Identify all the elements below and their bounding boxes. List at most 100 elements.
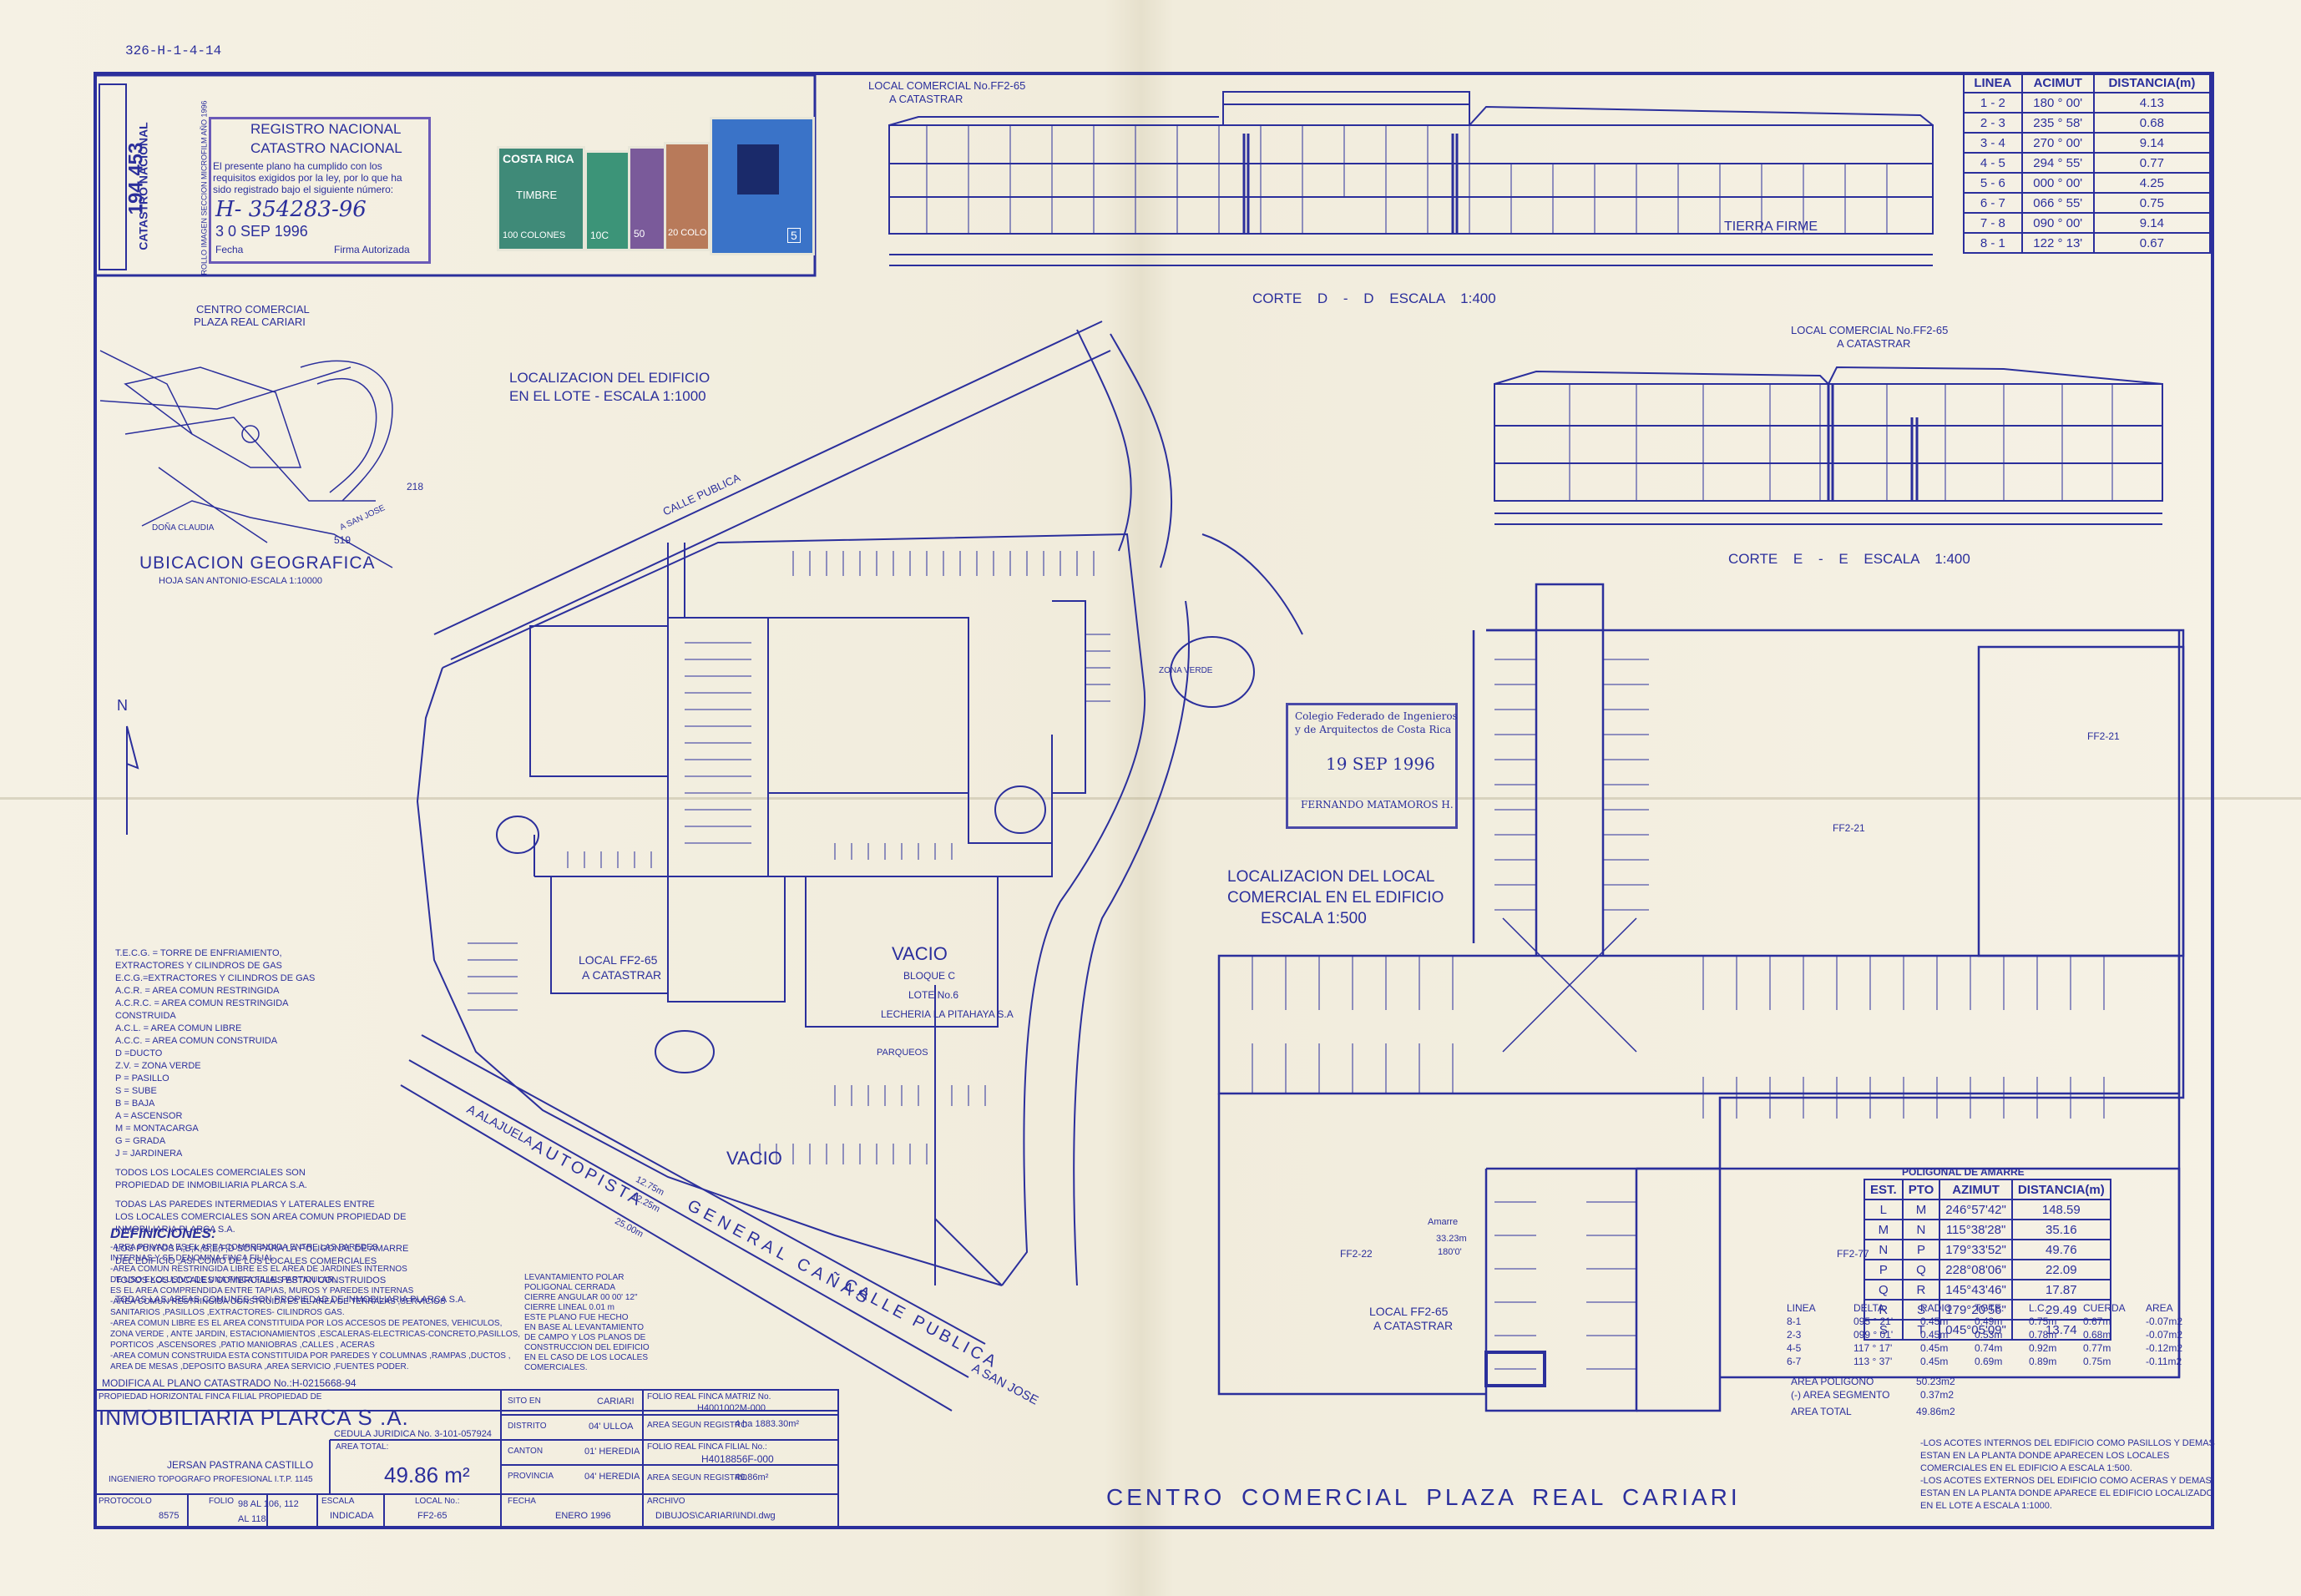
corte-dd-local-sub: A CATASTRAR [889, 93, 963, 105]
tb-provincia: 04' HEREDIA [584, 1472, 640, 1482]
azimut-row-cell: 180 ° 00' [2020, 92, 2095, 114]
poligonal-row-cell: 179°33'52" [1939, 1239, 2013, 1260]
curves-cell: 0.49m [1975, 1316, 2003, 1327]
azimut-row-cell: 6 - 7 [1963, 192, 2023, 214]
area-segmento-label: (-) AREA SEGMENTO [1791, 1389, 1890, 1401]
tb-canton-label: CANTON [508, 1447, 544, 1456]
levantamiento-notes: LEVANTAMIENTO POLAR POLIGONAL CERRADA CI… [524, 1273, 650, 1373]
definicion-line: -AREA COMUN RESTRINGIDA LIBRE ES EL AREA… [110, 1265, 407, 1274]
local-amarre-d: 33.23m [1436, 1234, 1467, 1244]
poligonal-row-cell: 115°38'28" [1939, 1219, 2013, 1240]
azimut-row-cell: 2 - 3 [1963, 112, 2023, 134]
poligonal-row-cell: 228°08'06" [1939, 1259, 2013, 1280]
local-local: LOCAL FF2-65 [1369, 1305, 1449, 1318]
tb-cedula: CEDULA JURIDICA No. 3-101-057924 [334, 1429, 492, 1439]
tb-area-reg2-label: AREA SEGUN REGISTRO [647, 1473, 748, 1482]
poligonal-row-cell: S [1901, 1299, 1941, 1321]
legend-line: G = GRADA [115, 1136, 166, 1146]
tb-protocolo: 8575 [159, 1511, 180, 1521]
definicion-line: SANITARIOS ,PASILLOS ,EXTRACTORES- CILIN… [110, 1308, 345, 1317]
colegio-stamp: Colegio Federado de Ingenieros y de Arqu… [1286, 703, 1458, 829]
poligonal-row-cell: S [1864, 1319, 1904, 1341]
revenue-stamp-10: 10C [584, 150, 631, 251]
general-line: LOS PUNTOS A,B,K,G,E,F,D SON PARA LA POL… [115, 1244, 409, 1254]
tb-propiedad: PROPIEDAD HORIZONTAL FINCA FILIAL PROPIE… [99, 1392, 322, 1402]
legend-line: D =DUCTO [115, 1048, 163, 1058]
curves-cell: -0.12m2 [2146, 1342, 2183, 1354]
curves-cell: 0.45m [1920, 1329, 1949, 1341]
poligonal-header: EST. [1864, 1179, 1904, 1200]
legend-line: B = BAJA [115, 1099, 155, 1109]
fold-line [0, 797, 2301, 800]
definicion-line: INTERNAS Y SE DENOMINA FINCA FILIAL [110, 1254, 275, 1263]
curves-cell: 113 ° 37' [1853, 1356, 1893, 1367]
tb-sito-label: SITO EN [508, 1396, 541, 1406]
curves-cell: 0.67m [2083, 1316, 2111, 1327]
catastro-side-small: ROLLO IMAGEN SECCION MICROFILM AÑO 1996 [200, 100, 209, 275]
legend-line: P = PASILLO [115, 1073, 169, 1083]
revenue-stamp-100: COSTA RICA TIMBRE 100 COLONES [497, 146, 585, 251]
local-title1: LOCALIZACION DEL LOCAL [1227, 868, 1435, 886]
azimut-row-cell: 000 ° 00' [2020, 172, 2095, 194]
ubicacion-dona: DOÑA CLAUDIA [152, 523, 215, 533]
poligonal-row-cell: 179°20'56" [1939, 1299, 2013, 1321]
lote-vacio: VACIO [892, 943, 948, 964]
legend-line: A.C.C. = AREA COMUN CONSTRUIDA [115, 1036, 278, 1046]
levantamiento-line: LEVANTAMIENTO POLAR [524, 1273, 625, 1282]
revenue-stamp-50: 50 [628, 146, 666, 251]
general-line: DEL EDIFICIO ,ASI COMO DE LOS LOCALES CO… [115, 1256, 377, 1266]
stamp-word: TIMBRE [516, 189, 558, 201]
corte-dd-local-label: LOCAL COMERCIAL No.FF2-65 [868, 79, 1026, 92]
tb-area-reg-label: AREA SEGUN REGISTRO [647, 1421, 748, 1430]
azimut-row-cell: 5 - 6 [1963, 172, 2023, 194]
poligonal-row-cell: R [1901, 1279, 1941, 1301]
local-title2: COMERCIAL EN EL EDIFICIO [1227, 889, 1444, 907]
curves-cell: 117 ° 17' [1853, 1342, 1893, 1354]
stamp-value-20: 20 COLO [668, 228, 707, 238]
curves-cell: 4-5 [1787, 1342, 1802, 1354]
tb-distrito-label: DISTRITO [508, 1422, 547, 1431]
tb-escala: INDICADA [330, 1511, 374, 1521]
registry-title1: REGISTRO NACIONAL [250, 121, 402, 137]
definicion-line: AREA DE MESAS ,DEPOSITO BASURA ,AREA SER… [110, 1362, 409, 1371]
levantamiento-line: EN EL CASO DE LOS LOCALES [524, 1353, 649, 1362]
poligonal-header: AZIMUT [1939, 1179, 2013, 1200]
tb-folio: 98 AL 106, 112 AL 118 [238, 1499, 299, 1524]
corte-ee-local-sub: A CATASTRAR [1837, 337, 1911, 350]
area-poligono: 50.23m2 [1916, 1376, 1955, 1387]
poligonal-row-cell: 17.87 [2010, 1279, 2111, 1301]
sheet-code: 326-H-1-4-14 [125, 43, 222, 58]
curves-cell: 0.74m [1975, 1342, 2003, 1354]
north-label: N [117, 697, 128, 714]
lote-zona-verde: ZONA VERDE [1159, 666, 1213, 675]
tb-escala-label: ESCALA [321, 1497, 355, 1506]
azimut-header: DISTANCIA(m) [2092, 72, 2212, 93]
legend-line: E.C.G.=EXTRACTORES Y CILINDROS DE GAS [115, 973, 316, 983]
poligonal-header: PTO [1901, 1179, 1941, 1200]
levantamiento-line: EN BASE AL LEVANTAMIENTO [524, 1323, 645, 1332]
definicion-line: DE USO EXCLUSIVO DE UNA FINCA FILIAL PAR… [110, 1275, 336, 1285]
lote-lecheria: LECHERIA LA PITAHAYA S.A [881, 1008, 1014, 1020]
local-amarre: Amarre [1428, 1217, 1459, 1227]
tb-folio-matriz-label: FOLIO REAL FINCA MATRIZ No. [647, 1392, 771, 1402]
curves-cell: 0.53m [1975, 1329, 2003, 1341]
definicion-line: ZONA VERDE , ANTE JARDIN, ESTACIONAMIENT… [110, 1330, 521, 1339]
ubicacion-cc: CENTRO COMERCIAL [196, 303, 310, 316]
ubicacion-519: 519 [334, 534, 351, 546]
curves-cell: 095 ° 21' [1853, 1316, 1894, 1327]
poligonal-row-cell: 22.09 [2010, 1259, 2111, 1280]
area-poligono-label: AREA POLIGONO [1791, 1376, 1874, 1387]
registry-stamp-box [209, 117, 431, 264]
catastro-number: 194 453 [124, 142, 148, 215]
azimut-row-cell: 7 - 8 [1963, 212, 2023, 234]
colegio-line2: y de Arquitectos de Costa Rica [1295, 724, 1452, 735]
